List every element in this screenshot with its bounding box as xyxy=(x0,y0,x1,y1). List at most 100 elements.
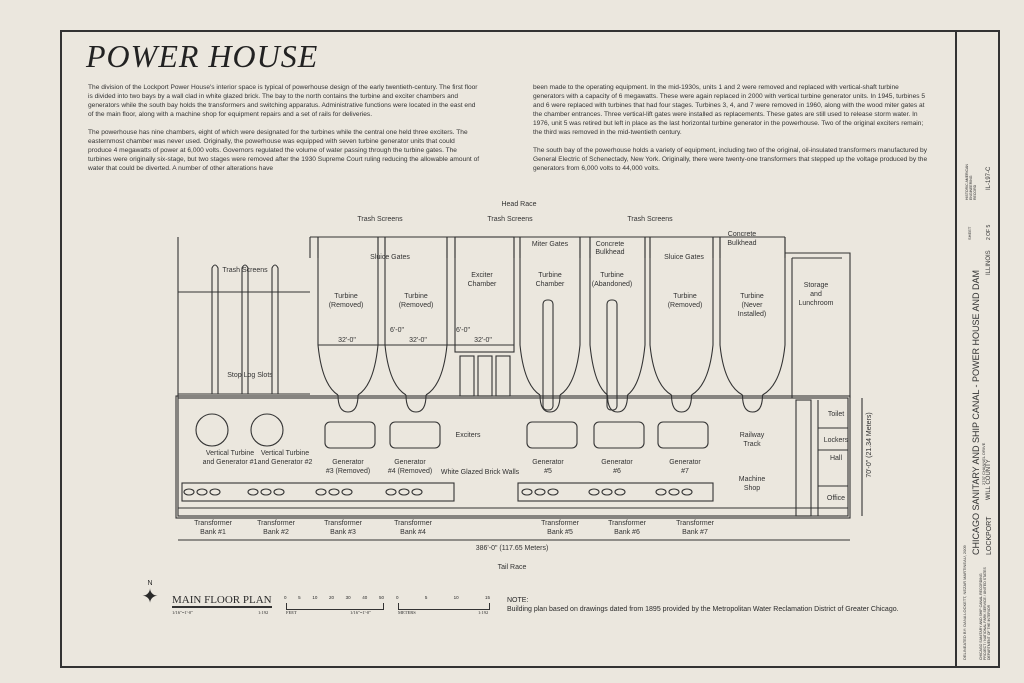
draft-tube xyxy=(670,394,693,413)
generator-7-label: Generator xyxy=(669,459,701,466)
concrete-label: Concrete xyxy=(596,241,625,248)
record-number: IL-197-C xyxy=(986,166,992,190)
meters-scale-bar xyxy=(398,603,490,610)
turbine-never-installed-label: (Never xyxy=(741,302,763,309)
transformer xyxy=(614,488,626,496)
transformer xyxy=(328,488,340,496)
generator-6-label: #6 xyxy=(613,468,621,475)
turbine-abandoned-label: Turbine xyxy=(600,272,624,279)
north-arrow: N ✦ xyxy=(141,580,159,614)
transformer-bank-label: Bank #3 xyxy=(330,529,356,536)
transformer-bank-label: Transformer xyxy=(676,520,715,527)
lockers-label: Lockers xyxy=(824,437,849,444)
turbine-removed-label: (Removed) xyxy=(329,302,364,309)
trash-screens-label: Trash Screens xyxy=(487,216,533,223)
generator-pit xyxy=(324,421,376,449)
text-column-right: been made to the operating equipment. In… xyxy=(533,83,928,182)
turbine-removed-label: Turbine xyxy=(404,293,428,300)
draft-tube xyxy=(741,394,764,413)
tick-label: 0 xyxy=(396,595,399,600)
horizontal-turbine xyxy=(606,299,618,411)
storage-room xyxy=(785,252,851,398)
scale-ratio: 1:192 xyxy=(478,610,489,615)
text-column-left: The division of the Lockport Power House… xyxy=(88,83,480,182)
sponsor: CHICAGO SANITARY AND SHIP CANAL RECORDIN… xyxy=(979,567,991,660)
transformer-bank-label: Bank #6 xyxy=(614,529,640,536)
trash-screens-label: Trash Screens xyxy=(357,216,403,223)
paragraph: been made to the operating equipment. In… xyxy=(533,84,926,136)
transformer xyxy=(183,488,195,496)
generator-5-label: #5 xyxy=(544,468,552,475)
turbine-removed-label: (Removed) xyxy=(668,302,703,309)
transformer xyxy=(588,488,600,496)
drawing-border xyxy=(60,30,1000,668)
transformer-gallery xyxy=(181,482,455,502)
turbine-chamber xyxy=(719,237,786,396)
exciter-chamber-label: Exciter xyxy=(471,272,493,279)
page-title: POWER HOUSE xyxy=(86,38,319,74)
paragraph: The south bay of the powerhouse holds a … xyxy=(533,147,928,172)
transformer-bank-label: Transformer xyxy=(324,520,363,527)
transformer xyxy=(315,488,327,496)
railway-track-label: Railway xyxy=(740,432,765,439)
storage-label: Storage xyxy=(804,282,829,289)
transformer xyxy=(547,488,559,496)
exciter-pit xyxy=(477,355,493,397)
transformer xyxy=(260,488,272,496)
transformer-gallery xyxy=(517,482,714,502)
generator-pit xyxy=(389,421,441,449)
transformer-bank-label: Transformer xyxy=(608,520,647,527)
tick-label: 40 xyxy=(362,595,368,600)
head-race-label: Head Race xyxy=(501,201,536,208)
transformer xyxy=(411,488,423,496)
scale-label: 1/16"=1'-0" xyxy=(350,610,372,615)
vertical-turbine-2-label: and Generator #2 xyxy=(258,459,313,466)
transformer-bank-label: Transformer xyxy=(257,520,296,527)
transformer xyxy=(398,488,410,496)
tick-label: 10 xyxy=(312,595,318,600)
feet-scale-bar xyxy=(286,603,384,610)
exciter-pit xyxy=(459,355,475,397)
generator-pit xyxy=(657,421,709,449)
turbine-chamber-label: Chamber xyxy=(536,281,565,288)
transformer xyxy=(247,488,259,496)
dimension-label: 6'-0" xyxy=(456,327,470,334)
machine-shop-label: Machine xyxy=(739,476,766,483)
dimension-label: 32'-0" xyxy=(409,337,427,344)
transformer-bank-label: Bank #7 xyxy=(682,529,708,536)
vertical-turbine-1-label: Vertical Turbine xyxy=(206,450,254,457)
transformer xyxy=(681,488,693,496)
generator-7-label: #7 xyxy=(681,468,689,475)
transformer-bank-label: Bank #1 xyxy=(200,529,226,536)
transformer xyxy=(534,488,546,496)
stop-log-slots-label: Stop Log Slots xyxy=(227,372,273,379)
stop-log-slot xyxy=(211,264,219,394)
railway-track xyxy=(795,399,812,517)
transformer xyxy=(196,488,208,496)
machine-shop-label: Shop xyxy=(744,485,760,492)
miter-gates-label: Miter Gates xyxy=(532,241,569,248)
toilet-label: Toilet xyxy=(828,411,844,418)
trash-screens-label: Trash Screens xyxy=(627,216,673,223)
horizontal-turbine xyxy=(542,299,554,411)
compass-icon: ✦ xyxy=(141,586,159,608)
vertical-turbine-2-label: Vertical Turbine xyxy=(261,450,309,457)
city: LOCKPORT xyxy=(986,516,993,555)
building-wall xyxy=(175,395,851,519)
generator-3-label: #3 (Removed) xyxy=(326,468,370,475)
dimension-label: 32'-0" xyxy=(338,337,356,344)
generator-5-label: Generator xyxy=(532,459,564,466)
delineator: DELINEATED BY: DANA LOCKETT, NEZAR MARTI… xyxy=(962,545,967,660)
exciters-label: Exciters xyxy=(456,432,481,439)
draft-tube xyxy=(337,394,359,413)
office-rooms xyxy=(817,400,848,516)
draft-tube xyxy=(606,394,629,413)
turbine-removed-label: Turbine xyxy=(334,293,358,300)
draft-tube xyxy=(405,394,427,413)
state: ILLINOIS xyxy=(986,250,992,275)
tick-label: 10 xyxy=(453,595,459,600)
turbine-chamber xyxy=(317,237,379,396)
